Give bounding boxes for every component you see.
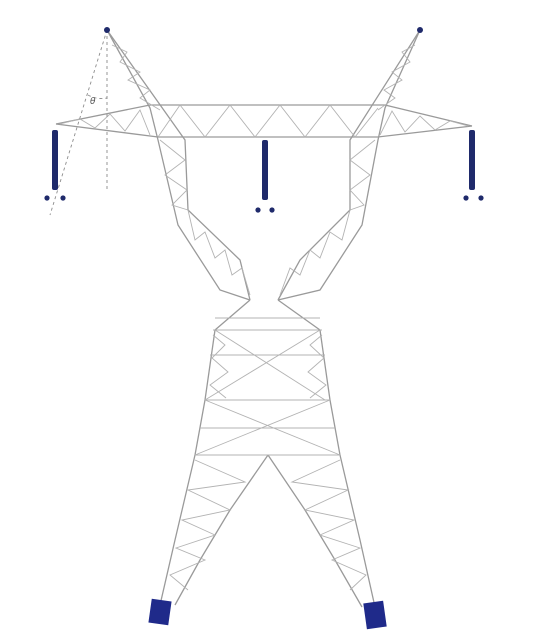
inner-right-leg — [267, 454, 363, 608]
left-peak-lacing — [111, 44, 161, 111]
left-foundation — [148, 598, 172, 626]
left-column-lacing — [159, 139, 189, 211]
left-arm-lacing — [59, 109, 151, 136]
cross-arm — [55, 104, 473, 138]
inclined-guide-line — [49, 29, 108, 216]
inner-left-leg — [174, 454, 269, 606]
earth-wire-points — [104, 27, 423, 33]
bridge-lacing — [157, 104, 379, 138]
x-brace-1a — [214, 329, 326, 401]
left-leg-lacing — [169, 459, 247, 591]
right-arm-top — [384, 104, 473, 127]
x-brace-2a — [204, 399, 341, 456]
lower-body-bracing — [194, 317, 341, 456]
left-diagonal-lacing — [187, 209, 251, 296]
right-peak-outer-chord — [277, 29, 421, 301]
foundations — [148, 598, 387, 630]
left-insulator — [44, 130, 66, 201]
right-arm-lacing — [379, 110, 469, 136]
peak-lacing — [111, 44, 416, 111]
right-diagonal-lacing — [279, 209, 351, 296]
right-column-lacing — [349, 139, 376, 211]
angle-arc — [87, 94, 108, 100]
left-side-lacing — [209, 334, 229, 399]
right-leg-lacing — [290, 459, 367, 591]
right-peak-inner-chord — [277, 29, 421, 301]
insulators — [44, 130, 484, 213]
x-brace-1b — [204, 329, 321, 401]
tower-legs — [106, 29, 421, 608]
waist-left — [214, 299, 251, 331]
x-brace-2b — [194, 399, 331, 456]
right-side-lacing — [307, 334, 327, 399]
left-peak-point — [104, 27, 110, 33]
lower-right-leg — [319, 329, 376, 608]
right-peak-point — [417, 27, 423, 33]
right-peak-lacing — [377, 44, 416, 111]
swing-angle-guides: θ — [49, 29, 108, 216]
right-arm-bottom — [377, 125, 473, 138]
waist-right — [277, 299, 321, 331]
window-lacing — [159, 139, 376, 296]
center-insulator — [255, 140, 275, 213]
right-foundation — [363, 600, 387, 630]
lower-left-leg — [159, 329, 216, 606]
angle-label: θ — [90, 97, 96, 107]
left-arm-bottom — [55, 123, 159, 138]
left-peak-inner-chord — [106, 29, 251, 301]
right-insulator — [463, 130, 484, 201]
leg-lacing — [169, 459, 367, 591]
